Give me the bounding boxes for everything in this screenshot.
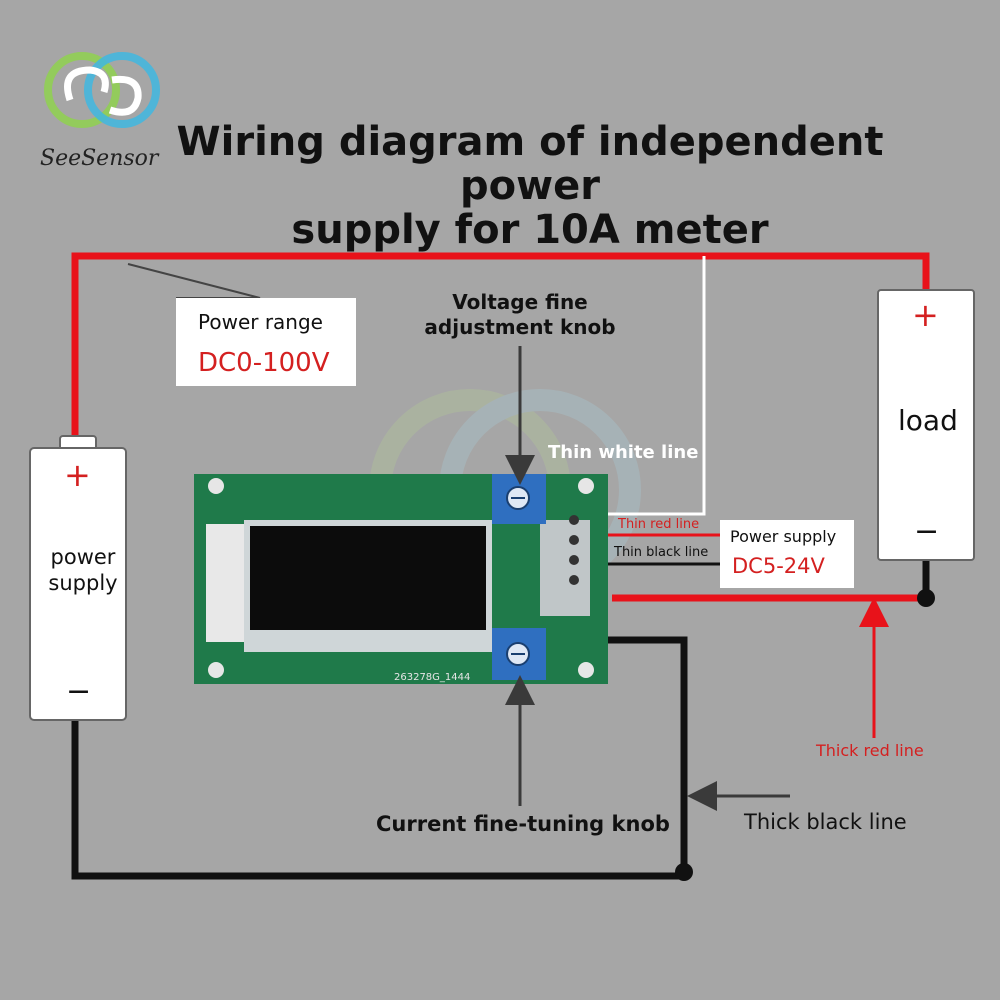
load-minus: − <box>914 514 940 549</box>
title-line-2: supply for 10A meter <box>291 207 769 253</box>
thin-white-wire <box>608 256 706 516</box>
diagram-title: Wiring diagram of independent power supp… <box>110 120 950 252</box>
black-wire-junction <box>675 863 693 881</box>
thick-red-wire-top <box>71 252 930 446</box>
power-range-pointer <box>127 263 261 299</box>
load-label: load <box>898 404 958 437</box>
thin-red-line-label: Thin red line <box>618 517 700 532</box>
power-supply-label-line2: supply <box>48 571 118 595</box>
power-supply-minus: − <box>66 674 92 709</box>
thin-black-line-label: Thin black line <box>614 545 709 560</box>
voltage-knob-label-line2: adjustment knob <box>424 315 616 339</box>
thick-black-line-label: Thick black line <box>744 810 907 834</box>
current-knob-label: Current fine-tuning knob <box>376 812 670 836</box>
thin-white-line-label: Thin white line <box>548 442 699 463</box>
aux-power-box: Power supply DC5-24V <box>720 520 854 588</box>
power-range-value: DC0-100V <box>198 348 330 378</box>
power-supply-body <box>29 447 127 721</box>
aux-power-label: Power supply <box>730 527 837 546</box>
seesensor-logo-icon <box>44 52 160 128</box>
power-range-box: Power range DC0-100V <box>176 298 356 386</box>
aux-power-value: DC5-24V <box>732 554 825 578</box>
voltage-knob-label-line1: Voltage fine <box>452 290 588 314</box>
current-knob-icon <box>492 628 546 680</box>
thick-red-line-label: Thick red line <box>816 741 924 760</box>
power-supply-label-line1: power <box>50 545 116 569</box>
brand-name: SeeSensor <box>40 146 159 171</box>
load-body <box>877 289 975 561</box>
power-range-label: Power range <box>198 310 323 334</box>
power-supply-plus: + <box>64 456 91 494</box>
title-line-1: Wiring diagram of independent power <box>176 119 884 209</box>
load-plus: + <box>912 296 939 334</box>
voltage-knob-icon <box>492 474 546 524</box>
board-code: 263278G_1444 <box>394 672 471 683</box>
power-supply-label: power supply <box>30 544 136 596</box>
voltage-knob-label: Voltage fine adjustment knob <box>400 290 640 340</box>
